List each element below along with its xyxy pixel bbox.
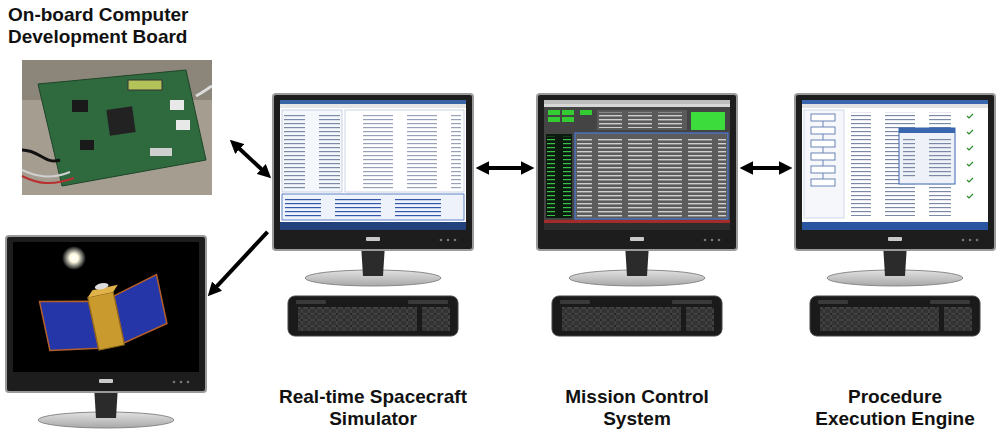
menu-bar: [802, 104, 988, 108]
status-light: [580, 110, 592, 115]
monitor: [537, 94, 737, 286]
satellite: [38, 272, 169, 361]
node-label: Procedure Execution Engine: [805, 386, 985, 430]
table-window: [575, 133, 728, 219]
flow-pane: [804, 110, 844, 218]
satellite-body: [88, 292, 125, 350]
title-bar: [280, 100, 466, 104]
keyboard: [288, 296, 458, 336]
status-light: [548, 110, 560, 115]
screen-text: [903, 137, 951, 177]
flow-box: [811, 179, 835, 186]
status-light: [562, 117, 574, 122]
panel: [546, 134, 572, 218]
cable: [22, 150, 60, 161]
taskbar: [544, 223, 730, 230]
cable: [22, 170, 70, 176]
title-bar: [802, 100, 988, 104]
title-bar: [544, 100, 730, 104]
screen: [544, 100, 730, 230]
connector-arrow: [481, 166, 529, 170]
board-photo: [22, 60, 212, 195]
chip: [80, 140, 94, 150]
status-block: [691, 112, 725, 130]
screen-text: [547, 136, 571, 216]
node-label: On-board Computer Development Board: [8, 4, 228, 48]
monitor-frame: [6, 236, 206, 428]
screen: [280, 100, 466, 230]
menu-bar: [544, 104, 730, 107]
fpga-chip: [106, 106, 135, 135]
keyboard: [810, 296, 980, 336]
screen: [802, 100, 988, 230]
dialog-title: [899, 128, 955, 133]
monitor-node: Procedure Execution Engine: [795, 94, 995, 432]
taskbar: [802, 222, 988, 230]
connector-arrow: [211, 232, 267, 292]
status-light: [548, 117, 560, 122]
alarm-bar: [544, 220, 730, 223]
chip: [72, 100, 88, 112]
connector-arrow: [745, 166, 787, 170]
monitor-node: Mission Control System: [537, 94, 737, 432]
check-marks: [967, 114, 973, 198]
connector: [170, 100, 184, 110]
monitor-node: [6, 236, 206, 433]
monitor-frame: [273, 94, 473, 286]
keyboard: [552, 296, 722, 336]
status-light: [562, 110, 574, 115]
screen-text: [284, 113, 340, 189]
flow-box: [811, 166, 835, 173]
dialog: [899, 128, 955, 184]
node-label: Real-time Spacecraft Simulator: [273, 386, 473, 430]
monitor-frame: [795, 94, 995, 286]
lcd-display: [128, 80, 162, 90]
screen-text: [599, 112, 685, 128]
monitor-frame: [537, 94, 737, 286]
board-photo-node: On-board Computer Development Board: [8, 4, 228, 196]
flow-box: [811, 114, 835, 121]
connector-arrow: [234, 143, 267, 174]
console-pane: [282, 194, 464, 220]
monitor: [795, 94, 995, 286]
taskbar: [280, 222, 466, 230]
monitor-node: Real-time Spacecraft Simulator: [273, 94, 473, 432]
monitor: [273, 94, 473, 286]
tree-pane: [282, 110, 342, 192]
panel: [597, 110, 687, 130]
photo-ground: [22, 60, 212, 195]
flow-box: [811, 140, 835, 147]
flow-box: [811, 153, 835, 160]
antenna: [94, 282, 109, 291]
flow-box: [811, 127, 835, 134]
connector: [150, 148, 172, 156]
circuit-board: [38, 70, 206, 186]
node-label: Mission Control System: [547, 386, 727, 430]
sun: [62, 246, 86, 270]
screen-text: [349, 113, 461, 189]
menu-bar: [280, 104, 466, 108]
monitor: [6, 236, 206, 428]
screen-text: [577, 138, 726, 218]
cable: [22, 176, 74, 183]
cable: [196, 86, 212, 96]
screen-text: [285, 197, 455, 218]
code-pane: [345, 110, 464, 192]
connector: [176, 120, 190, 130]
